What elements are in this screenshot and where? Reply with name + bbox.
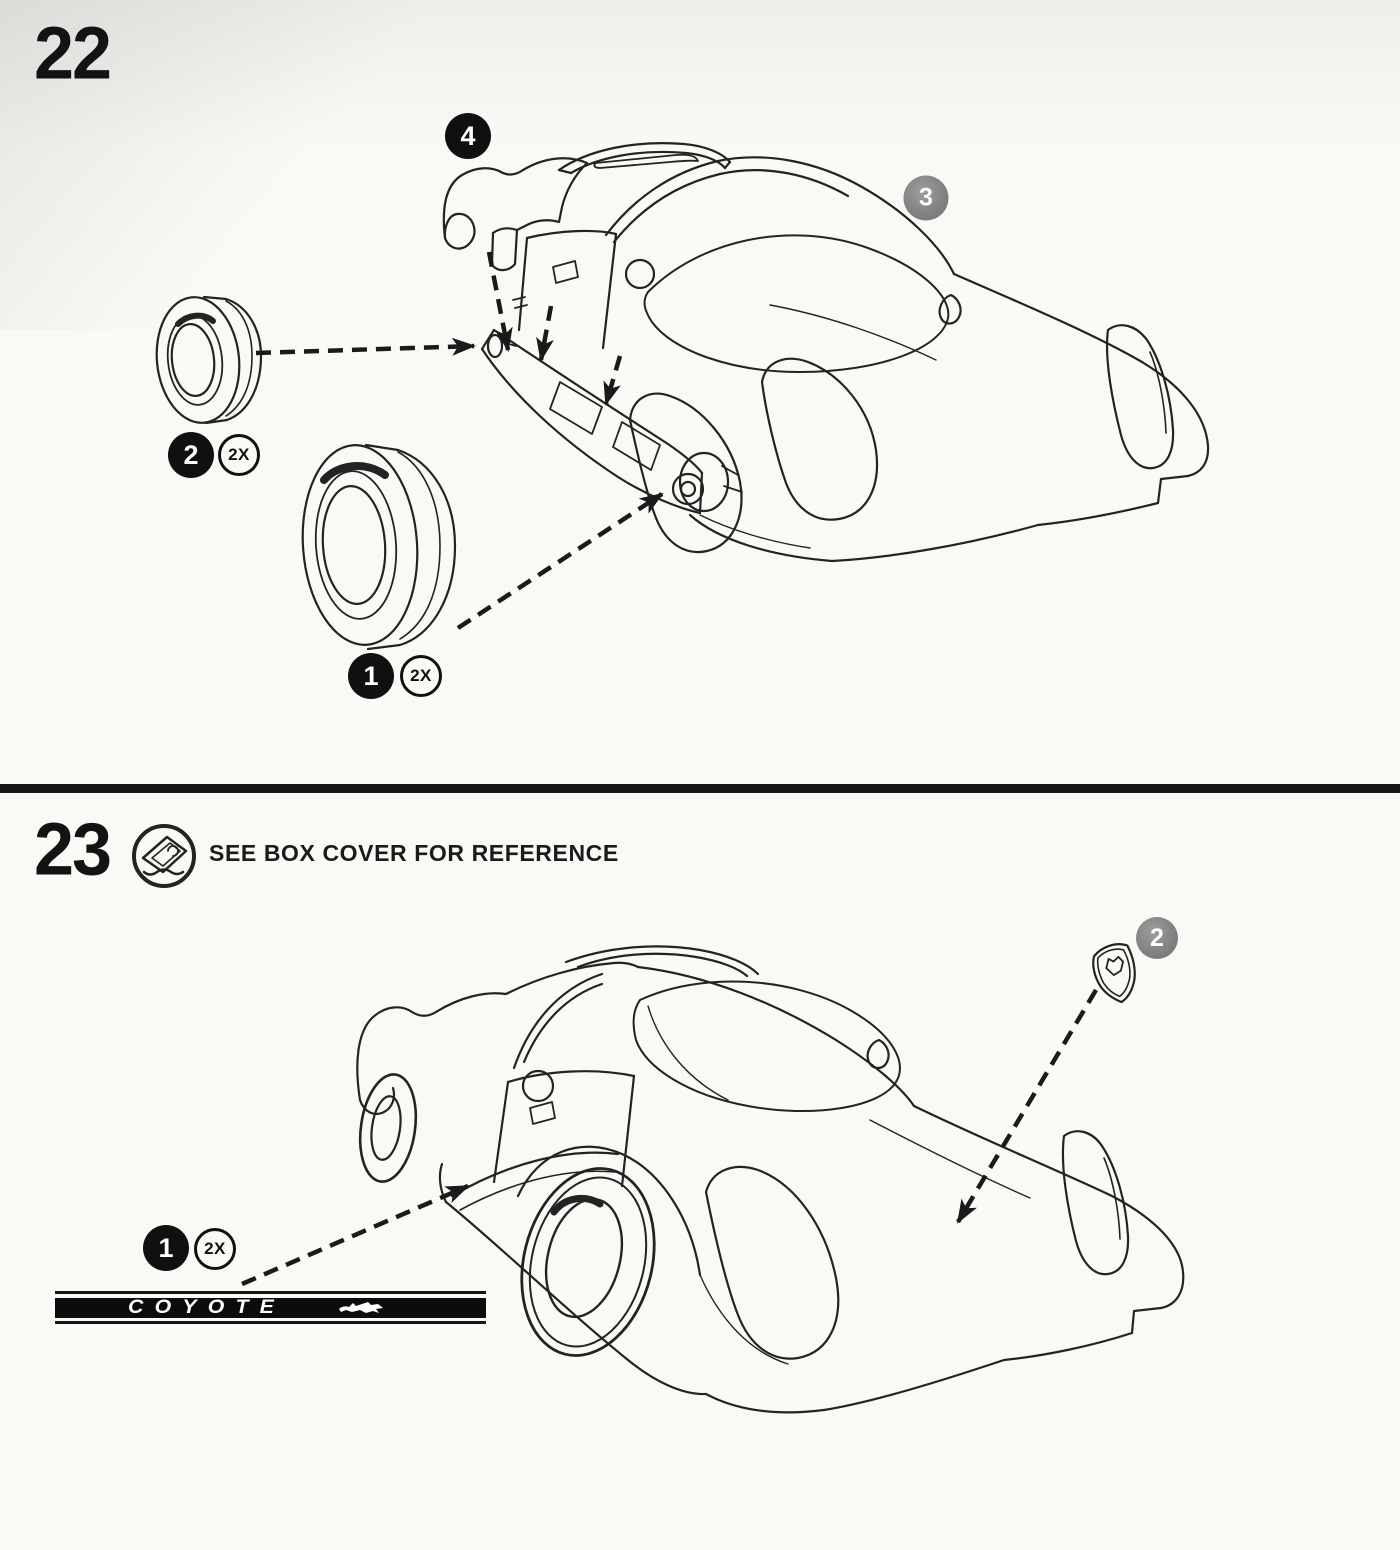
part-2-badge: 2 [168,432,214,478]
coyote-stripe-decal [55,1291,486,1324]
step-23-number: 23 [34,808,112,892]
box-cover-note: SEE BOX COVER FOR REFERENCE [209,840,619,866]
car-illustration-step23 [356,945,1185,1414]
part-1-badge: 1 [348,653,394,699]
coyote-shield-emblem [1092,943,1136,1004]
section-divider [0,784,1400,793]
car-illustration-step22 [442,142,1210,563]
running-coyote-silhouette [339,1302,383,1313]
callout-part-4: 4 [445,113,491,159]
part-2-quantity: 2X [218,434,260,476]
rear-tire-illustration [301,443,457,651]
callout-part-3: 3 [903,175,949,221]
decal-1-badge: 1 [143,1225,189,1271]
assembly-arrows-step22 [255,251,664,630]
assembly-arrows-step23 [241,988,1098,1287]
coyote-decal-text: COYOTE [128,1297,286,1318]
decal-1-quantity: 2X [194,1228,236,1270]
step-22-number: 22 [34,12,112,96]
front-tire-illustration [155,295,263,425]
callout-decal-2: 2 [1136,917,1178,959]
decal-application-icon [132,824,196,888]
part-1-quantity: 2X [400,655,442,697]
